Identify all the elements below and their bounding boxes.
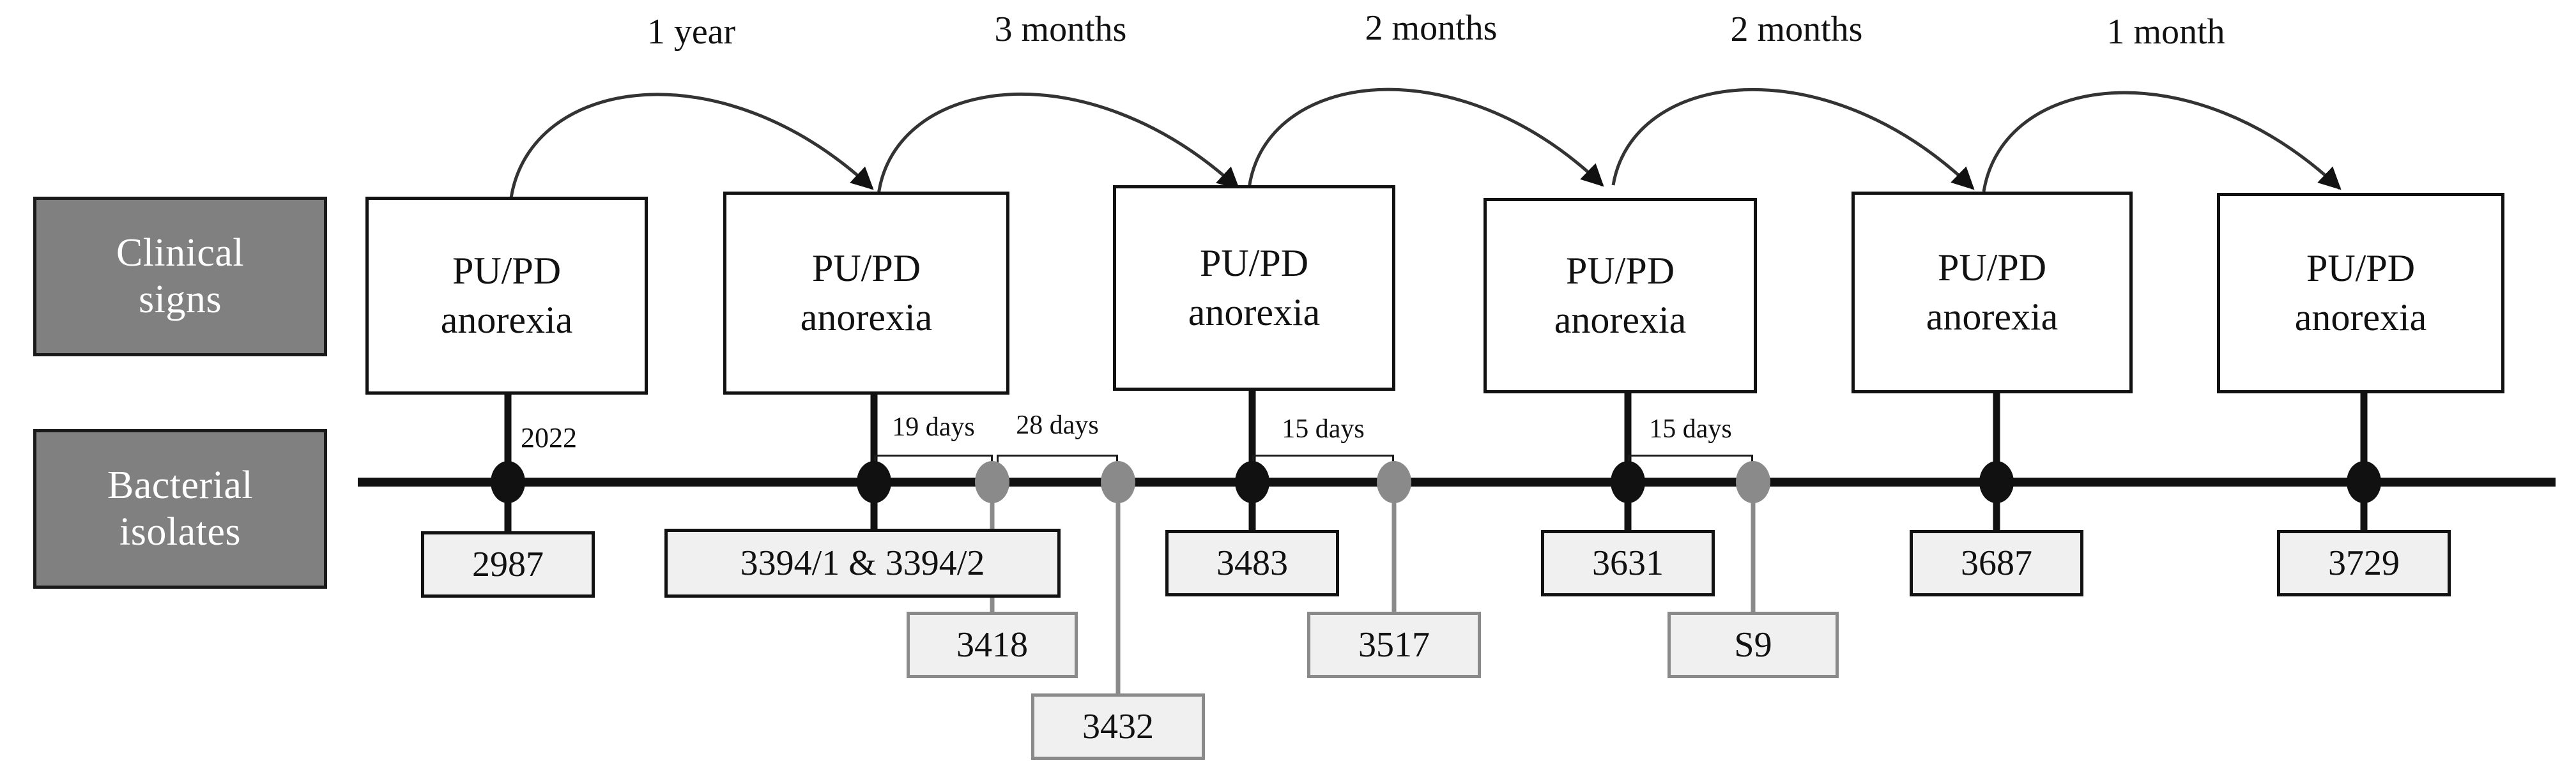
stem-isolate-3687 xyxy=(1993,490,2000,534)
stem-isolate-3729 xyxy=(2360,490,2368,534)
timeline-axis xyxy=(358,478,2556,487)
stem-isolate-3432 xyxy=(1116,490,1121,693)
stem-sign-6 xyxy=(2360,393,2368,480)
gap-label-3: 15 days xyxy=(1282,414,1365,444)
interval-label-1: 1 year xyxy=(647,12,736,52)
gap-label-1: 19 days xyxy=(892,412,975,442)
row-label-bacterial-line1: Bacterial xyxy=(107,463,254,507)
clinical-sign-1-line2: anorexia xyxy=(440,299,573,341)
isolate-label-3394: 3394/1 & 3394/2 xyxy=(740,543,985,583)
interval-label-4: 2 months xyxy=(1730,10,1863,49)
stem-isolate-3394 xyxy=(870,490,878,534)
isolate-box-s9[interactable]: S9 xyxy=(1667,612,1839,678)
stem-sign-1 xyxy=(504,395,512,479)
clinical-sign-4-line1: PU/PD xyxy=(1565,250,1675,292)
isolate-label-3483: 3483 xyxy=(1216,543,1288,583)
interval-label-5: 1 month xyxy=(2106,12,2225,52)
stem-sign-3 xyxy=(1248,391,1256,480)
isolate-label-3418: 3418 xyxy=(956,625,1028,665)
arc-2 xyxy=(877,93,1240,195)
isolate-box-3687[interactable]: 3687 xyxy=(1910,530,2083,596)
clinical-sign-box-6: PU/PD anorexia xyxy=(2217,193,2504,393)
stem-sign-4 xyxy=(1624,393,1632,480)
isolate-label-3687: 3687 xyxy=(1961,543,2032,583)
arc-5 xyxy=(1982,91,2342,192)
arc-3 xyxy=(1247,87,1604,189)
stem-sign-5 xyxy=(1993,393,2000,480)
clinical-sign-3-line1: PU/PD xyxy=(1199,242,1309,285)
gap-bracket-1 xyxy=(874,455,993,476)
clinical-sign-3-line2: anorexia xyxy=(1188,291,1321,333)
clinical-sign-1-line1: PU/PD xyxy=(452,250,562,292)
clinical-sign-box-5: PU/PD anorexia xyxy=(1851,192,2133,393)
isolate-label-3432: 3432 xyxy=(1082,707,1154,746)
clinical-sign-6-line1: PU/PD xyxy=(2306,247,2416,290)
stem-isolate-s9 xyxy=(1751,490,1756,612)
gap-label-4: 15 days xyxy=(1649,414,1732,444)
isolate-box-3729[interactable]: 3729 xyxy=(2277,530,2451,596)
isolate-label-3729: 3729 xyxy=(2328,543,2400,583)
isolate-label-3517: 3517 xyxy=(1358,625,1430,665)
clinical-sign-5-line1: PU/PD xyxy=(1937,246,2047,289)
row-label-bacterial-isolates: Bacterial isolates xyxy=(33,429,327,589)
isolate-box-2987[interactable]: 2987 xyxy=(421,531,595,598)
isolate-box-3517[interactable]: 3517 xyxy=(1307,612,1481,678)
clinical-sign-2-line1: PU/PD xyxy=(811,247,921,290)
gap-label-2: 28 days xyxy=(1016,411,1099,440)
isolate-label-2987: 2987 xyxy=(472,545,544,584)
row-label-clinical-line2: signs xyxy=(139,278,222,321)
arc-1 xyxy=(509,93,874,199)
isolate-label-3631: 3631 xyxy=(1592,543,1664,583)
row-label-bacterial-line2: isolates xyxy=(119,510,241,554)
gap-bracket-2 xyxy=(997,455,1118,476)
row-label-clinical-line1: Clinical xyxy=(116,231,245,275)
clinical-sign-2-line2: anorexia xyxy=(800,296,933,338)
gap-bracket-3 xyxy=(1252,455,1394,476)
clinical-sign-box-3: PU/PD anorexia xyxy=(1113,185,1395,391)
isolate-box-3394[interactable]: 3394/1 & 3394/2 xyxy=(664,529,1061,598)
gap-bracket-4 xyxy=(1628,455,1753,476)
isolate-box-3631[interactable]: 3631 xyxy=(1541,530,1715,596)
clinical-sign-box-1: PU/PD anorexia xyxy=(365,197,648,395)
stem-isolate-3517 xyxy=(1392,490,1397,612)
clinical-sign-5-line2: anorexia xyxy=(1926,296,2058,338)
stem-isolate-2987 xyxy=(504,490,512,534)
isolate-label-s9: S9 xyxy=(1734,625,1772,665)
isolate-box-3418[interactable]: 3418 xyxy=(907,612,1078,678)
stem-isolate-3631 xyxy=(1624,490,1632,534)
clinical-sign-6-line2: anorexia xyxy=(2294,296,2427,338)
stem-sign-2 xyxy=(870,395,878,479)
isolate-box-3432[interactable]: 3432 xyxy=(1031,693,1205,760)
clinical-sign-box-4: PU/PD anorexia xyxy=(1483,198,1757,393)
clinical-sign-4-line2: anorexia xyxy=(1554,299,1687,341)
row-label-clinical-signs: Clinical signs xyxy=(33,197,327,356)
isolate-box-3483[interactable]: 3483 xyxy=(1165,530,1339,596)
interval-label-3: 2 months xyxy=(1365,8,1498,48)
interval-label-2: 3 months xyxy=(994,10,1127,49)
arc-4 xyxy=(1611,87,1975,190)
clinical-sign-box-2: PU/PD anorexia xyxy=(723,192,1009,395)
stem-isolate-3483 xyxy=(1248,490,1256,534)
year-marker-label: 2022 xyxy=(521,422,577,453)
